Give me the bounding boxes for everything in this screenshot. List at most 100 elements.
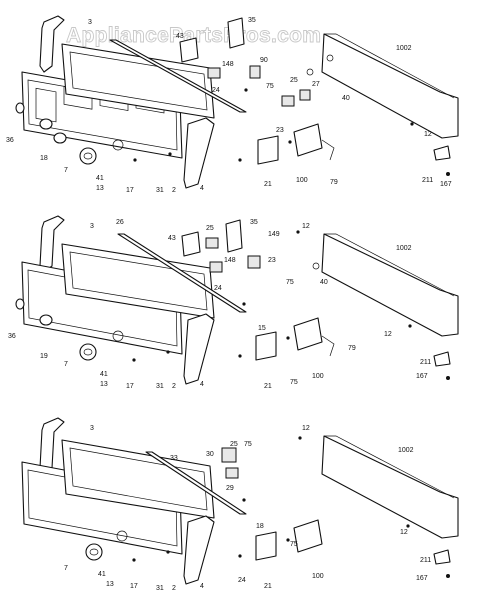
callout: 75	[266, 83, 274, 90]
switch-35	[227, 17, 245, 49]
callout: 149	[268, 231, 280, 238]
callout: 211	[420, 557, 431, 564]
knob-7[interactable]	[85, 543, 103, 561]
callout: 41	[100, 371, 108, 378]
callout: 43	[168, 235, 176, 242]
trim-strip	[117, 233, 247, 313]
callout: 35	[248, 17, 256, 24]
bracket-211	[433, 351, 451, 367]
callout: 36	[6, 137, 14, 144]
section-lower	[21, 417, 459, 585]
callout: 23	[276, 127, 284, 134]
callout: 13	[106, 581, 114, 588]
callout: 4	[200, 381, 204, 388]
callout: 24	[238, 577, 246, 584]
callout: 75	[290, 379, 298, 386]
relay-23	[247, 255, 261, 269]
knob-7[interactable]	[79, 343, 97, 361]
callout: 75	[290, 541, 298, 548]
callout: 100	[296, 177, 308, 184]
section-middle	[15, 215, 459, 385]
callout: 12	[302, 425, 310, 432]
callout: 90	[260, 57, 268, 64]
callout: 41	[98, 571, 106, 578]
callout: 4	[200, 583, 204, 590]
callout: 43	[176, 33, 184, 40]
callout: 13	[96, 185, 104, 192]
callout: 3	[88, 19, 92, 26]
button-19[interactable]	[39, 314, 53, 326]
callout: 211	[420, 359, 431, 366]
button-36[interactable]	[15, 298, 25, 310]
switch-block	[181, 231, 201, 257]
callout: 24	[212, 87, 220, 94]
relay-27	[299, 89, 311, 101]
end-cap-right	[183, 515, 215, 585]
timer-21	[257, 135, 279, 165]
callout: 3	[90, 425, 94, 432]
callout: 17	[126, 187, 134, 194]
callout: 17	[126, 383, 134, 390]
callout: 100	[312, 573, 324, 580]
labels-upper: 3 35 43 1002 148 90 24 25 27 75 40 23 12…	[6, 17, 452, 194]
switch-block	[179, 37, 199, 63]
callout: 35	[250, 219, 258, 226]
callout: 17	[130, 583, 138, 590]
callout: 21	[264, 181, 272, 188]
relay-25	[205, 237, 219, 249]
button-18[interactable]	[39, 118, 53, 130]
callout: 1002	[398, 447, 414, 454]
callout: 24	[214, 285, 222, 292]
bracket-211	[433, 145, 451, 161]
callout: 2	[172, 187, 176, 194]
backsplash-frame	[61, 43, 215, 119]
timer-21	[255, 531, 277, 561]
backguard-1002	[321, 435, 459, 539]
callout: 2	[172, 585, 176, 592]
callout: 25	[230, 441, 238, 448]
switch-30	[221, 447, 237, 463]
callout: 29	[226, 485, 234, 492]
callout: 167	[416, 373, 428, 380]
callout: 40	[320, 279, 328, 286]
labels-lower: 3 33 30 25 75 12 1002 29 18 7 41 13 17 3…	[64, 425, 431, 592]
relay-90	[249, 65, 261, 79]
callout: 30	[206, 451, 214, 458]
callout: 31	[156, 585, 164, 592]
callout: 18	[256, 523, 264, 530]
callout: 31	[156, 187, 164, 194]
callout: 148	[222, 61, 234, 68]
callout: 1002	[396, 45, 412, 52]
backguard-1002	[321, 33, 459, 139]
button-36[interactable]	[15, 102, 25, 114]
timer-21	[255, 331, 277, 361]
end-cap-left	[39, 15, 65, 73]
callout: 25	[290, 77, 298, 84]
watermark-text: AppliancePartsPros.com	[66, 24, 321, 47]
callout: 79	[330, 179, 338, 186]
callout: 79	[348, 345, 356, 352]
callout: 25	[206, 225, 214, 232]
relay-148	[209, 261, 223, 273]
callout: 211	[422, 177, 433, 184]
callout: 12	[400, 529, 408, 536]
callout: 12	[302, 223, 310, 230]
callout: 12	[384, 331, 392, 338]
callout: 18	[40, 155, 48, 162]
callout: 21	[264, 383, 272, 390]
callout: 3	[90, 223, 94, 230]
relay-25	[281, 95, 295, 107]
callout: 2	[172, 383, 176, 390]
motor-100	[293, 123, 323, 157]
switch-35	[225, 219, 243, 253]
callout: 26	[116, 219, 124, 226]
callout: 40	[342, 95, 350, 102]
callout: 19	[40, 353, 48, 360]
callout: 167	[416, 575, 428, 582]
callout: 12	[424, 131, 432, 138]
backguard-1002	[321, 233, 459, 337]
callout: 1002	[396, 245, 412, 252]
knob-7[interactable]	[79, 147, 97, 165]
callout: 100	[312, 373, 324, 380]
end-cap-left	[39, 215, 65, 273]
